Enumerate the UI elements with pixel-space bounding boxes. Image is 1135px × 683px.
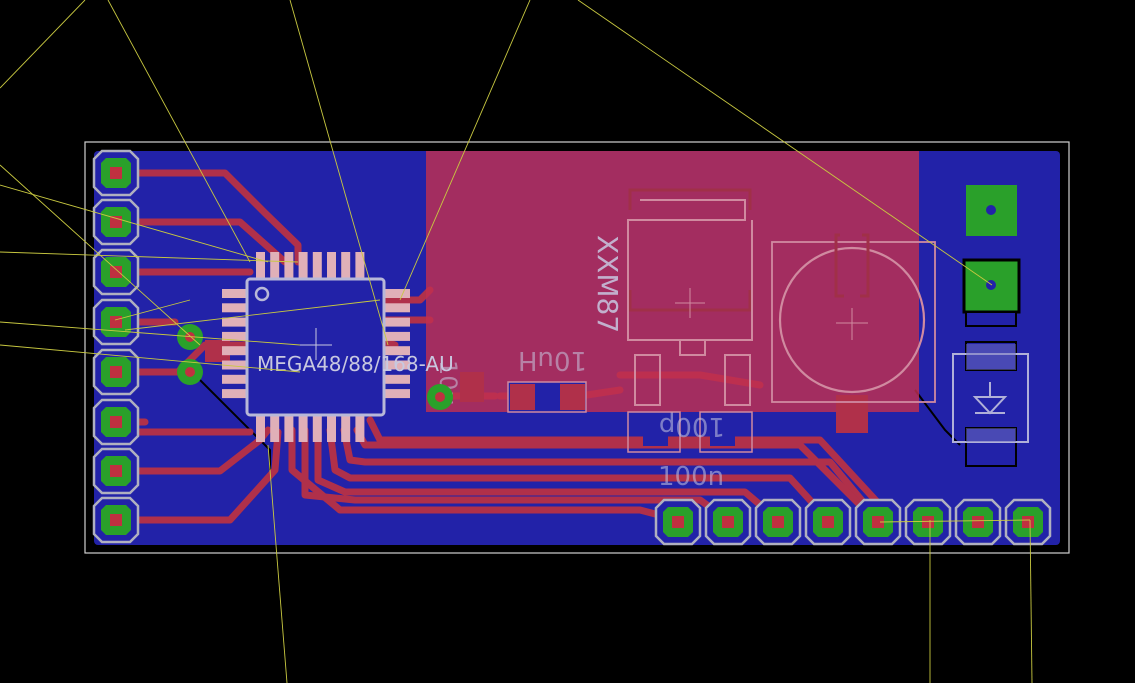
header-pin[interactable] [954,498,1002,546]
ic-pad[interactable] [222,331,248,341]
regulator-label: XXM87 [591,235,624,333]
header-pin[interactable] [904,498,952,546]
ic-label: MEGA48/88/168-AU [257,352,454,376]
crosshair-icon [675,288,868,340]
ic-pad[interactable] [341,252,351,278]
ic-pad[interactable] [384,374,410,384]
ic-pad[interactable] [222,289,248,298]
header-pin[interactable] [92,398,140,446]
header-left[interactable] [92,149,140,544]
cap-b[interactable] [699,411,753,453]
inductor-pad-b[interactable] [560,384,585,410]
ic-pads[interactable] [222,252,410,442]
regulator-tab-pad[interactable] [836,395,868,433]
header-pin[interactable] [804,498,852,546]
ic-pad[interactable] [384,303,410,313]
header-pin[interactable] [654,498,702,546]
ic-pad[interactable] [384,331,410,341]
header-pin[interactable] [1004,498,1052,546]
ic-pad[interactable] [284,252,294,278]
ic-pad[interactable] [222,374,248,384]
ic-pad[interactable] [312,416,322,442]
header-pin[interactable] [704,498,752,546]
cap-b-label: 100n [658,462,724,492]
ic-pad[interactable] [327,252,336,278]
ic-pad[interactable] [298,416,308,442]
diode-pad-top[interactable] [965,311,1017,327]
header-pin[interactable] [92,298,140,346]
capacitor-silk-bracket [834,233,870,298]
ic-pad[interactable] [222,389,248,399]
inductor-label: 10uH [518,345,587,375]
header-pin[interactable] [854,498,902,546]
ic-pad[interactable] [312,252,322,278]
ic-pad[interactable] [222,317,248,327]
regulator-outline [627,199,753,406]
cap-a-label: 100p [659,411,725,441]
diode-body-bottom [966,428,1016,442]
ic-pad[interactable] [298,252,308,278]
ic-pad[interactable] [256,252,265,278]
header-pin[interactable] [92,248,140,296]
ratsnest-lines [0,0,1033,683]
ic-pad[interactable] [384,317,410,327]
ic-pad[interactable] [284,416,294,442]
ic-pad[interactable] [355,416,365,442]
cap-a[interactable] [627,411,681,453]
ic-pad[interactable] [256,416,265,442]
header-pin[interactable] [92,496,140,544]
capacitor-outline [778,246,926,394]
capacitor-bbox [771,241,936,403]
ic-pad[interactable] [270,252,280,278]
ic-pad[interactable] [384,346,410,356]
smd-cap-left[interactable] [205,340,230,362]
header-pin[interactable] [92,348,140,396]
ic-pad[interactable] [384,389,410,399]
header-pin[interactable] [754,498,802,546]
circle-mark-icon [254,286,270,302]
ic-pad[interactable] [222,360,248,370]
header-pin[interactable] [92,149,140,197]
board-outline [84,141,1070,554]
ic-pad[interactable] [384,289,410,298]
crosshair-icon [300,328,332,360]
ic-pad[interactable] [222,303,248,313]
ic-pad[interactable] [270,416,280,442]
ic-pad[interactable] [222,346,248,356]
inductor-pad-a[interactable] [510,384,535,410]
ic-pad[interactable] [355,252,365,278]
ic-pad[interactable] [327,416,336,442]
header-pin[interactable] [92,447,140,495]
pad-drill [986,205,996,215]
header-pin[interactable] [92,198,140,246]
ic-pad[interactable] [384,360,410,370]
smd-cap-small[interactable] [460,372,484,402]
header-bottom[interactable] [654,498,1052,546]
diode-body-top [966,344,1016,370]
ic-pad[interactable] [341,416,351,442]
